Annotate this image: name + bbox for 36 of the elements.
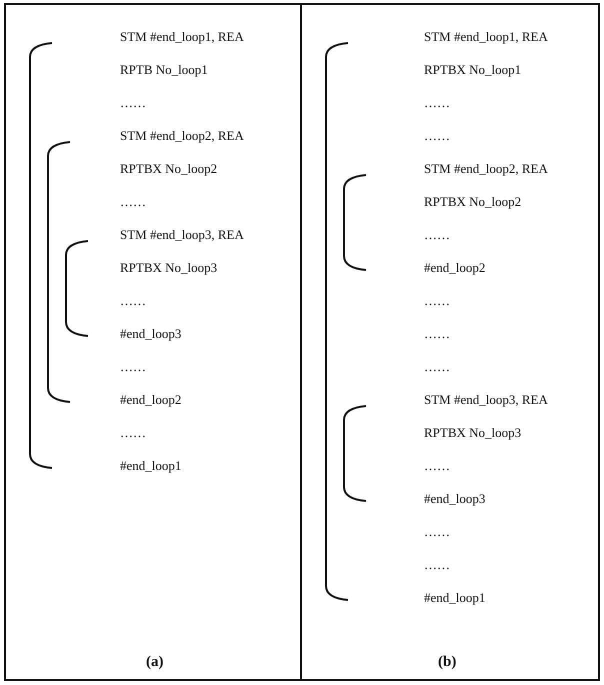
code-line: RPTBX No_loop3: [120, 260, 218, 276]
code-line: ……: [424, 293, 450, 309]
code-line: RPTBX No_loop3: [424, 425, 522, 441]
panel: [4, 3, 302, 681]
panel-caption: (b): [438, 653, 456, 671]
code-line: #end_loop2: [424, 260, 486, 276]
code-line: RPTBX No_loop2: [120, 161, 218, 177]
code-line: ……: [120, 293, 146, 309]
panel-caption: (a): [146, 653, 164, 671]
code-line: ……: [424, 326, 450, 342]
code-line: #end_loop1: [120, 458, 182, 474]
code-line: ……: [424, 128, 450, 144]
code-line: ……: [120, 95, 146, 111]
code-line: RPTBX No_loop1: [424, 62, 522, 78]
code-line: STM #end_loop1, REA: [424, 29, 548, 45]
code-line: ……: [424, 524, 450, 540]
code-line: #end_loop2: [120, 392, 182, 408]
code-line: STM #end_loop1, REA: [120, 29, 244, 45]
code-line: #end_loop3: [120, 326, 182, 342]
code-line: ……: [424, 458, 450, 474]
code-line: ……: [424, 227, 450, 243]
code-line: ……: [424, 95, 450, 111]
code-line: ……: [120, 194, 146, 210]
code-line: #end_loop3: [424, 491, 486, 507]
code-line: STM #end_loop3, REA: [424, 392, 548, 408]
code-line: STM #end_loop2, REA: [424, 161, 548, 177]
panel: [300, 3, 600, 681]
code-line: RPTBX No_loop2: [424, 194, 522, 210]
code-line: ……: [424, 359, 450, 375]
code-line: #end_loop1: [424, 590, 486, 606]
code-line: STM #end_loop3, REA: [120, 227, 244, 243]
code-line: RPTB No_loop1: [120, 62, 208, 78]
code-line: ……: [120, 359, 146, 375]
code-line: STM #end_loop2, REA: [120, 128, 244, 144]
code-line: ……: [120, 425, 146, 441]
code-line: ……: [424, 557, 450, 573]
